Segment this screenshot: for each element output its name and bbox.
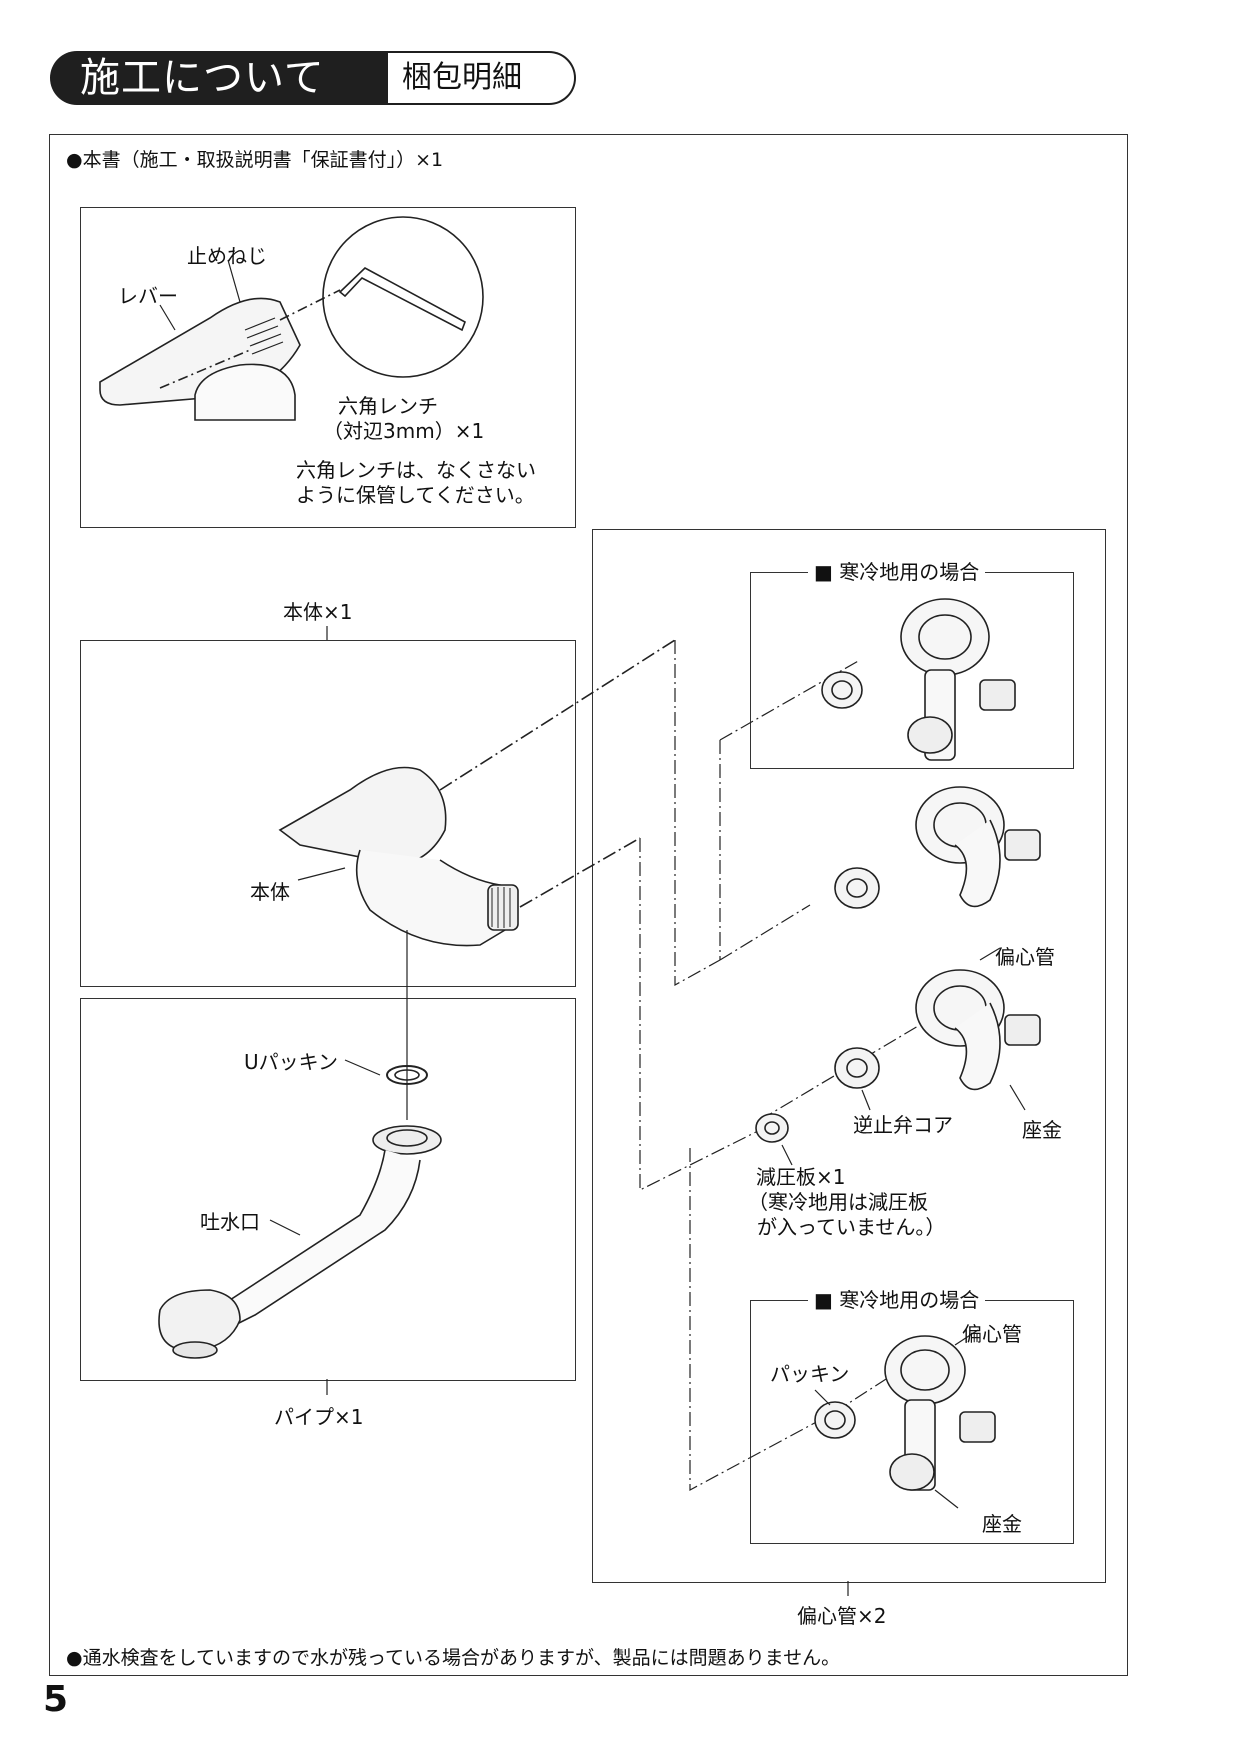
reducer-plate-label-3: が入っていません。） [757,1215,946,1239]
section-header-bar [50,51,390,105]
faucet-body-illustration [278,639,676,947]
cold-region-title-2: ■ 寒冷地用の場合 [808,1288,986,1312]
lever-illustration [99,259,341,421]
body-label: 本体 [250,880,290,904]
eccentric-pipe-box [592,529,1106,1583]
lever-accessory-box [80,207,576,528]
section-subtitle-tab [388,51,576,105]
hex-wrench-icon [338,267,466,332]
set-screw-label: 止めねじ [187,244,267,268]
body-box [80,640,576,987]
pipe-caption: パイプ×1 [274,1405,364,1429]
eccentric-pipe-label-2: 偏心管 [962,1322,1022,1346]
hex-wrench-caution-1: 六角レンチは、なくさない [296,458,536,482]
body-caption: 本体×1 [283,600,353,624]
eccentric-pipe-3 [755,947,1041,1166]
page-number: 5 [43,1679,69,1720]
spout-label: 吐水口 [200,1210,260,1234]
eccentric-pipe-cold-1 [821,598,1016,761]
hex-wrench-magnifier [322,216,484,378]
spout-pipe-illustration [158,1059,442,1359]
eccentric-pipe-cold-2 [814,1329,996,1509]
assembly-guide-lines [639,640,946,1492]
cold-region-title-1: ■ 寒冷地用の場合 [808,560,986,584]
check-valve-core-label: 逆止弁コア [853,1113,953,1137]
hex-wrench-size-label: （対辺3mm）×1 [323,419,485,443]
lever-label: レバー [118,284,178,308]
reducer-plate-label-1: 減圧板×1 [756,1165,846,1189]
eccentric-pipe-2 [834,786,1041,909]
eccentric-pipe-caption: 偏心管×2 [797,1604,887,1628]
section-title: 施工について [80,55,325,101]
package-contents-frame [49,134,1128,1676]
section-subtitle: 梱包明細 [402,60,522,95]
u-packing-label: Uパッキン [244,1050,339,1074]
pipe-box [80,998,576,1381]
packing-label: パッキン [770,1362,850,1386]
hex-wrench-label: 六角レンチ [338,394,438,418]
water-note: ●通水検査をしていますので水が残っている場合がありますが、製品には問題ありません… [66,1647,841,1669]
washer-label: 座金 [1022,1118,1062,1142]
reducer-plate-label-2: （寒冷地用は減圧板 [748,1190,928,1214]
eccentric-pipe-label: 偏心管 [995,945,1055,969]
washer-label-2: 座金 [982,1512,1022,1536]
hex-wrench-caution-2: ように保管してください。 [296,483,535,507]
manual-note: ●本書（施工・取扱説明書「保証書付」）×1 [66,149,444,171]
